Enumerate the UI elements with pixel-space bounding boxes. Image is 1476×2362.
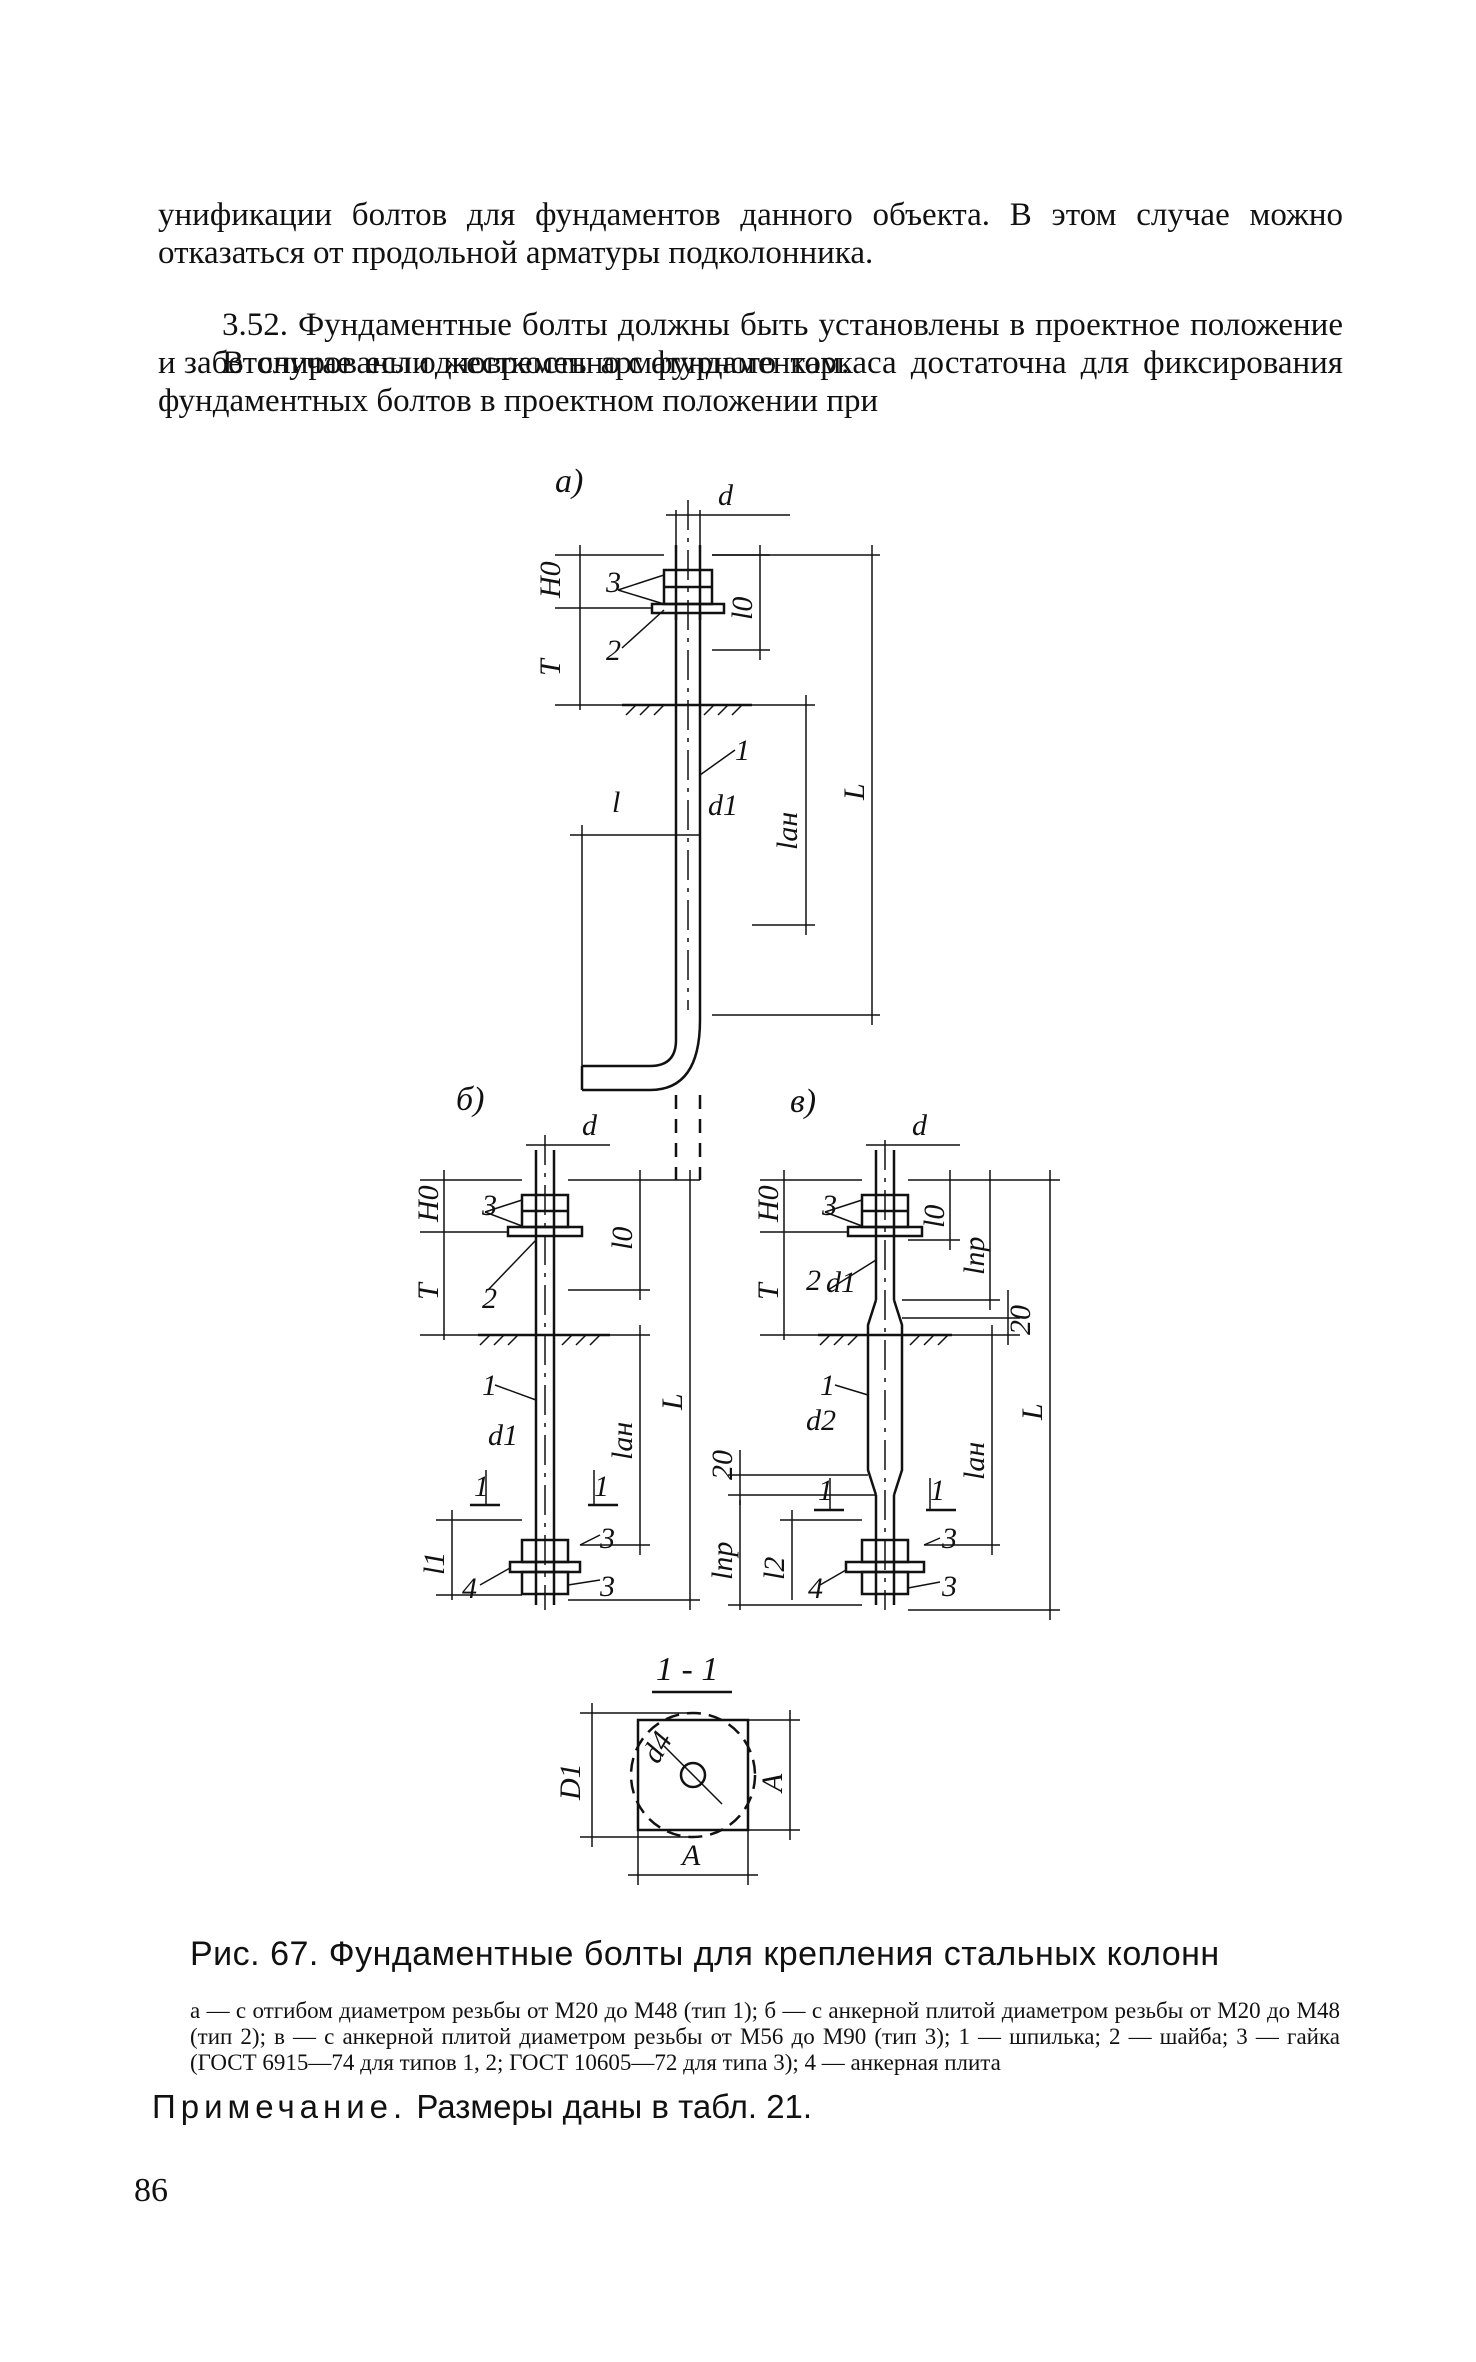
cut-mark-right-b: 1	[594, 1470, 609, 1503]
dim-l1-b: l1	[418, 1552, 451, 1575]
dim-l2-c: l2	[758, 1557, 791, 1580]
figure-caption: Рис. 67. Фундаментные болты для креплени…	[190, 1935, 1220, 1973]
label-4-b: 4	[462, 1572, 477, 1605]
note-label: Примечание.	[152, 2088, 408, 2125]
panel-c-drawing	[728, 1140, 1060, 1620]
dim-d-a: d	[718, 479, 734, 512]
page-number: 86	[134, 2172, 168, 2209]
dim-l0-c: l0	[918, 1205, 951, 1228]
dim-20-c-upper: 20	[1004, 1305, 1037, 1335]
label-1-c: 1	[820, 1369, 835, 1402]
dim-lan-a: lан	[771, 812, 804, 850]
cut-mark-left-c: 1	[818, 1474, 833, 1507]
label-4-c: 4	[808, 1572, 823, 1605]
dim-20-c-lower: 20	[706, 1450, 739, 1480]
dim-h0-c: H0	[752, 1185, 785, 1223]
paragraph-continuation: унификации болтов для фундаментов данног…	[158, 197, 1343, 271]
dim-t-b: T	[412, 1281, 445, 1300]
dim-h0-a: H0	[534, 561, 567, 599]
note-text: Размеры даны в табл. 21.	[407, 2088, 813, 2125]
dim-l0-a: l0	[726, 597, 759, 620]
paragraph-next: В случае если жесткость арматурного карк…	[158, 345, 1343, 419]
label-3-b-bottom: 3	[599, 1570, 615, 1603]
dim-h0-b: H0	[412, 1185, 445, 1223]
dim-lnp-c-upper: lпр	[958, 1237, 991, 1275]
dim-t-a: T	[534, 657, 567, 676]
section-1-1-label: 1 - 1	[656, 1651, 718, 1688]
dim-d1-b: d1	[488, 1419, 518, 1452]
dim-L-a: L	[838, 783, 871, 801]
dim-lan-c: lан	[958, 1442, 991, 1480]
dim-d1-a: d1	[708, 789, 738, 822]
dim-lan-b: lан	[606, 1422, 639, 1460]
label-1-b: 1	[482, 1369, 497, 1402]
dim-d2-c: d2	[806, 1404, 836, 1437]
label-3-c-lower: 3	[941, 1522, 957, 1555]
cut-mark-right-c: 1	[930, 1474, 945, 1507]
figure-legend: а — с отгибом диаметром резьбы от М20 до…	[190, 1998, 1340, 2075]
panel-a-drawing	[555, 500, 880, 1180]
panel-b-label: б)	[456, 1081, 484, 1118]
label-3-c-bottom: 3	[941, 1570, 957, 1603]
label-3-b: 3	[481, 1189, 497, 1222]
label-2-b: 2	[482, 1282, 497, 1315]
label-3-b-lower: 3	[599, 1522, 615, 1555]
paragraph-3-52: 3.52. Фундаментные болты должны быть уст…	[158, 307, 1343, 381]
panel-a-label: а)	[555, 463, 583, 500]
cut-mark-left-b: 1	[474, 1470, 489, 1503]
dim-L-b: L	[656, 1393, 689, 1411]
dim-L-c: L	[1016, 1403, 1049, 1421]
label-2-c: 2	[806, 1264, 821, 1297]
dim-l-a: l	[612, 786, 620, 819]
dim-D1-section: D1	[554, 1763, 587, 1801]
panel-b-drawing	[420, 1135, 700, 1610]
figure-note: Примечание. Размеры даны в табл. 21.	[152, 2088, 812, 2126]
dim-l0-b: l0	[606, 1227, 639, 1250]
dim-A-vertical: A	[756, 1773, 789, 1794]
dim-d-b: d	[582, 1109, 598, 1142]
dim-t-c: T	[752, 1281, 785, 1300]
label-1-a: 1	[735, 734, 750, 767]
dim-d-c: d	[912, 1109, 928, 1142]
label-2-a: 2	[606, 634, 621, 667]
dim-A-horizontal: A	[680, 1839, 701, 1872]
panel-c-label: в)	[790, 1083, 816, 1120]
dim-lnp-c-lower: lпр	[706, 1542, 739, 1580]
dim-d4-section: d4	[635, 1726, 679, 1768]
label-3-c: 3	[821, 1189, 837, 1222]
dim-d1-c: d1	[826, 1266, 856, 1299]
label-3-a: 3	[605, 566, 621, 599]
section-1-1-drawing	[580, 1690, 800, 1885]
